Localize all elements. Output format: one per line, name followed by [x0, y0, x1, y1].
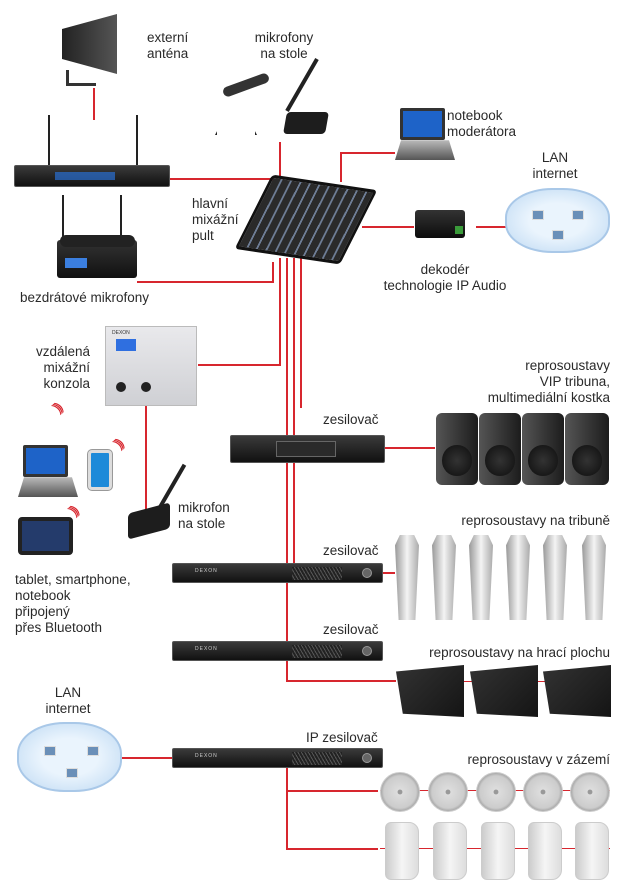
line: [286, 660, 288, 682]
amp1-label: zesilovač: [323, 412, 379, 427]
wall-panel-icon: DEXON: [105, 326, 197, 406]
antenna-mount: [66, 70, 96, 86]
smartphone-icon: [88, 450, 112, 490]
decoder-icon: [415, 210, 465, 238]
line: [93, 88, 95, 120]
pa-speaker-icon: [565, 413, 609, 485]
pa-speaker-icon: [522, 413, 564, 485]
ceiling-speaker-icon: [523, 772, 563, 812]
ceiling-speaker-icon: [570, 772, 610, 812]
tripod-stand: [215, 95, 257, 135]
line: [383, 572, 395, 574]
line: [286, 680, 396, 682]
column-speaker-icon: [469, 535, 493, 620]
handheld-mic-icon: [60, 235, 135, 247]
ceiling-speaker-icon: [428, 772, 468, 812]
horn-speaker-icon: [543, 665, 611, 717]
column-speaker-icon: [395, 535, 419, 620]
column-speaker-icon: [582, 535, 606, 620]
line: [300, 258, 302, 408]
cloud-network-icon: [505, 188, 610, 253]
wall-speaker-icon: [528, 822, 562, 880]
line: [286, 790, 378, 792]
antenna-icon: [62, 14, 117, 74]
antenna-rods: [48, 115, 138, 165]
wall-speaker-icon: [575, 822, 609, 880]
brand-logo: DEXON: [195, 568, 218, 574]
line: [279, 258, 281, 366]
horn-speaker-icon: [470, 665, 538, 717]
backstage-speakers-label: reprosoustavy v zázemí: [467, 752, 610, 767]
antenna-rods: [62, 195, 122, 240]
amp2-label: zesilovač: [323, 543, 379, 558]
line: [122, 757, 172, 759]
line: [198, 364, 281, 366]
line: [293, 258, 295, 564]
line: [340, 152, 342, 182]
line: [340, 152, 395, 154]
laptop-icon: [18, 445, 78, 497]
amplifier-icon: DEXON: [172, 641, 383, 661]
cloud-network-icon: [17, 722, 122, 792]
field-speakers-label: reprosoustavy na hrací plochu: [429, 645, 610, 660]
line: [385, 447, 435, 449]
brand-logo: DEXON: [195, 753, 218, 759]
wall-speaker-icon: [433, 822, 467, 880]
line: [272, 262, 274, 283]
line: [286, 848, 378, 850]
wireless-signal-icon: ))): [110, 436, 125, 452]
mic-base: [283, 112, 329, 134]
line: [279, 142, 281, 178]
wall-speaker-icon: [385, 822, 419, 880]
pa-speaker-icon: [436, 413, 478, 485]
microphone-icon: [221, 72, 271, 98]
amp3-label: zesilovač: [323, 622, 379, 637]
line: [170, 178, 272, 180]
wall-speaker-icon: [481, 822, 515, 880]
line: [145, 405, 147, 520]
wireless-signal-icon: ))): [49, 400, 64, 416]
horn-speaker-icon: [396, 665, 464, 717]
laptop-icon: [395, 108, 455, 160]
gooseneck-mic-icon: [285, 58, 319, 112]
line: [286, 768, 288, 850]
wireless-mics-label: bezdrátové mikrofony: [20, 290, 150, 305]
tablet-icon: [18, 517, 73, 555]
line: [362, 226, 414, 228]
ceiling-speaker-icon: [476, 772, 516, 812]
ip-amp-label: IP zesilovač: [306, 730, 378, 745]
wireless-receiver-icon: [14, 165, 170, 187]
pa-speaker-icon: [479, 413, 521, 485]
line: [476, 226, 506, 228]
mic-base: [128, 502, 170, 540]
amplifier-icon: [230, 435, 385, 463]
brand-logo: DEXON: [195, 646, 218, 652]
amplifier-icon: DEXON: [172, 563, 383, 583]
column-speaker-icon: [506, 535, 530, 620]
mixer-icon: [234, 174, 378, 265]
column-speaker-icon: [432, 535, 456, 620]
ceiling-speaker-icon: [380, 772, 420, 812]
line: [137, 281, 272, 283]
tribune-speakers-label: reprosoustavy na tribuně: [461, 513, 610, 528]
ip-amplifier-icon: DEXON: [172, 748, 383, 768]
brand-logo: DEXON: [112, 330, 130, 336]
column-speaker-icon: [543, 535, 567, 620]
